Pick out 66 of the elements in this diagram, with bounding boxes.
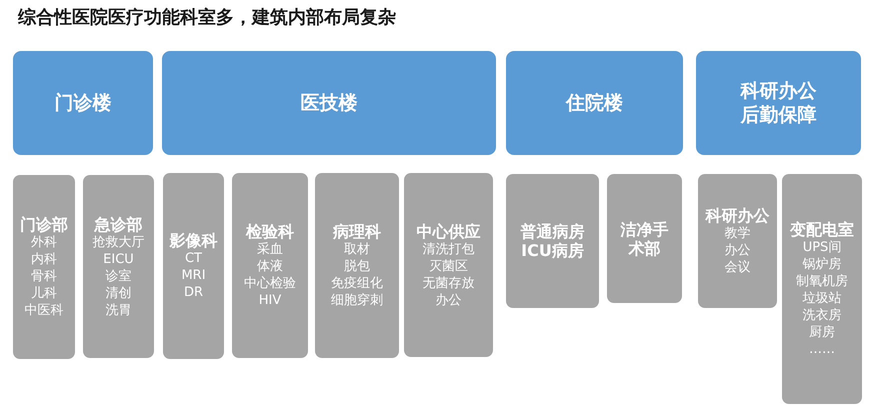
building-box (162, 51, 496, 155)
department-title: 中心供应 (416, 222, 480, 240)
room-label: 厨房 (809, 324, 835, 341)
department-card (782, 174, 862, 404)
room-label: 儿科 (31, 285, 57, 302)
room-label: HIV (258, 292, 282, 309)
room-label: 中医科 (24, 302, 64, 319)
building-title: 后勤保障 (740, 103, 816, 127)
department-title: 科研办公 (706, 206, 770, 225)
room-label: DR (184, 284, 204, 301)
building-title: 住院楼 (566, 91, 623, 115)
room-label: 会议 (724, 259, 750, 276)
department-card (163, 173, 224, 359)
room-label: 细胞穿刺 (331, 292, 383, 309)
room-label: 诊室 (106, 268, 132, 284)
department-card (13, 175, 75, 359)
room-label: EICU (103, 250, 134, 268)
room-label: 脱包 (344, 258, 370, 275)
building-title: 科研办公 (740, 79, 816, 103)
department-card (232, 173, 308, 358)
building-title: 门诊楼 (54, 91, 112, 115)
department-title: 洁净手术部 (620, 220, 670, 258)
department-title: 检验科 (246, 222, 294, 241)
building-title: 医技楼 (300, 91, 358, 115)
room-label: 中心检验 (244, 275, 296, 292)
department-card (506, 174, 599, 308)
department-title: 门诊部 (20, 215, 68, 234)
room-label: 灭菌区 (429, 258, 468, 274)
building-box (506, 51, 683, 155)
room-label: 取材 (344, 241, 370, 258)
building-box (696, 51, 861, 155)
room-label: …… (809, 341, 835, 358)
room-label: 无菌存放 (422, 274, 474, 292)
department-card (83, 175, 154, 358)
room-label: 清洗打包 (422, 240, 474, 258)
room-label: CT (184, 250, 202, 267)
department-title: 普通病房 (520, 222, 584, 241)
department-title: ICU病房 (521, 241, 584, 260)
room-label: 办公 (436, 292, 462, 308)
room-label: 骨科 (31, 268, 57, 285)
department-title: 影像科 (170, 231, 218, 250)
room-label: 制氧机房 (796, 273, 848, 290)
department-title: 病理科 (333, 222, 381, 241)
building-box (13, 51, 153, 155)
room-label: 办公 (724, 242, 750, 259)
room-label: 教学 (724, 225, 750, 242)
room-label: 外科 (31, 234, 57, 251)
room-label: 免疫组化 (331, 275, 383, 292)
room-label: 内科 (31, 251, 57, 268)
room-label: 清创 (106, 284, 132, 302)
department-card (315, 173, 399, 358)
department-card (404, 173, 493, 357)
department-card (698, 174, 777, 308)
room-label: 锅炉房 (802, 256, 842, 273)
department-card (607, 174, 682, 303)
room-label: UPS间 (802, 239, 842, 256)
department-title: 急诊部 (94, 214, 142, 234)
room-label: 洗衣房 (802, 307, 842, 324)
page-title: 综合性医院医疗功能科室多，建筑内部布局复杂 (18, 7, 396, 29)
room-label: 采血 (257, 241, 283, 258)
department-title: 变配电室 (790, 220, 854, 239)
room-label: MRI (181, 267, 206, 284)
room-label: 垃圾站 (802, 290, 842, 307)
room-label: 抢救大厅 (92, 234, 144, 250)
room-label: 体液 (257, 258, 283, 275)
room-label: 洗胃 (106, 302, 132, 318)
